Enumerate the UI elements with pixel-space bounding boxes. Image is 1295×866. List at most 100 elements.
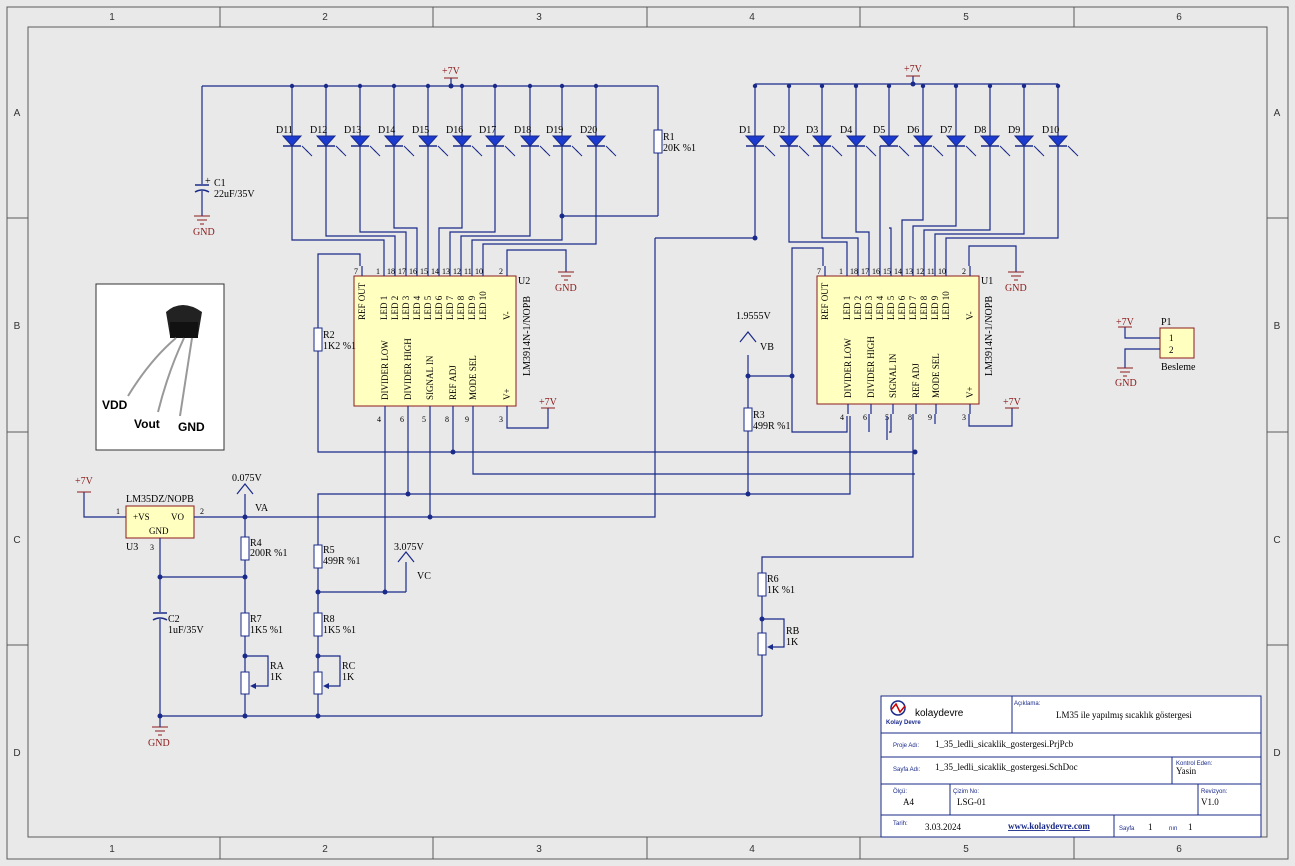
led-d3: D3	[806, 83, 843, 157]
u2-pin-num-top-5: 15	[420, 267, 428, 276]
u2-pin-bot-0: DIVIDER LOW	[380, 340, 390, 400]
grid-row-d: D	[13, 748, 20, 759]
u2-pin-top-1: LED 1	[379, 296, 389, 320]
tb-sayfa-label: Sayfa	[1119, 826, 1135, 832]
tb-revizyon: V1.0	[1201, 797, 1219, 807]
led-label-d14: D14	[378, 125, 395, 136]
u2-pin-num-bot-0: 4	[377, 415, 381, 424]
grid-row-a-r: A	[1274, 108, 1281, 119]
c1-value: 22uF/35V	[214, 189, 255, 200]
grid-col-1-b: 1	[109, 844, 115, 855]
left-plus7v: +7V	[442, 66, 461, 77]
u1-pin-num-top-4: 16	[872, 267, 880, 276]
u3-vs: +VS	[133, 512, 150, 522]
led-label-d1: D1	[739, 125, 751, 136]
r1-value: 20K %1	[663, 143, 696, 154]
u1-pin-num-bot-3: 8	[908, 413, 912, 422]
tb-sayfa-adi-label: Sayfa Adı:	[893, 767, 921, 773]
r1-body	[653, 129, 663, 154]
u2-pin-top-7: LED 7	[445, 295, 455, 320]
u1-pin-num-top-5: 15	[883, 267, 891, 276]
u1-pin-bot-3: REF ADJ	[911, 363, 921, 398]
led-d12: D12	[310, 83, 347, 157]
led-label-d7: D7	[940, 125, 952, 136]
grid-col-2-b: 2	[322, 844, 328, 855]
u2-pin-top-9: LED 9	[467, 295, 477, 320]
u1-pin-num-top-0: 7	[817, 267, 821, 276]
u1-pin-bot-0: DIVIDER LOW	[843, 338, 853, 398]
u2-pin-bot-1: DIVIDER HIGH	[403, 338, 413, 400]
p1-ref: P1	[1161, 317, 1172, 328]
tb-aciklama: LM35 ile yapılmış sıcaklık göstergesi	[1056, 710, 1192, 720]
c1-ref: C1	[214, 178, 226, 189]
u1-pin-top-10: LED 10	[941, 291, 951, 320]
u1-pin-num-bot-1: 6	[863, 413, 867, 422]
led-label-d17: D17	[479, 125, 496, 136]
r2-ref: R2	[323, 330, 335, 341]
led-label-d5: D5	[873, 125, 885, 136]
u2-pin-num-bot-2: 5	[422, 415, 426, 424]
grid-col-4: 4	[749, 12, 755, 23]
tb-proje: 1_35_ledli_sicaklik_gostergesi.PrjPcb	[935, 739, 1074, 749]
grid-col-1: 1	[109, 12, 115, 23]
p1-name: Besleme	[1161, 362, 1196, 373]
vc-voltage: 3.075V	[394, 542, 425, 553]
grid-row-b-r: B	[1274, 321, 1281, 332]
grid-col-labels-bottom: 1 2 3 4 5 6	[109, 844, 1182, 855]
r1-ref: R1	[663, 132, 675, 143]
led-label-d13: D13	[344, 125, 361, 136]
u1-pin-num-bot-0: 4	[840, 413, 844, 422]
led-d11: D11	[276, 83, 313, 157]
u2-pin-top-5: LED 5	[423, 295, 433, 320]
rc-value: 1K	[342, 672, 355, 683]
u1-pin-top-7: LED 7	[908, 295, 918, 320]
u1-pin-bot-2: SIGNAL IN	[888, 353, 898, 398]
rc-ref: RC	[342, 661, 356, 672]
r4-value: 200R %1	[250, 548, 288, 559]
led-label-d8: D8	[974, 125, 986, 136]
u2-pin-num-top-10: 10	[475, 267, 483, 276]
p1-plus7v: +7V	[1116, 317, 1135, 328]
junctions	[157, 81, 918, 719]
u3-sensor-block: +VS VO GND LM35DZ/NOPB U3 1 2 3 +7V C2 1…	[75, 476, 762, 749]
grid-row-c: C	[13, 535, 20, 546]
grid-col-6: 6	[1176, 12, 1182, 23]
led-d5: D5	[873, 83, 910, 157]
u3-pin2: 2	[200, 507, 204, 516]
u1-gnd-label: GND	[1005, 283, 1027, 294]
c1-gnd-label: GND	[193, 227, 215, 238]
c2-value: 1uF/35V	[168, 625, 204, 636]
u2-gnd-label: GND	[555, 283, 577, 294]
tb-toplam: 1	[1188, 822, 1193, 832]
u2-pin-num-top-3: 17	[398, 267, 406, 276]
tb-tarih-label: Tarih:	[893, 821, 908, 827]
led-label-d9: D9	[1008, 125, 1020, 136]
u1-pin-top-0: REF OUT	[820, 282, 830, 320]
led-d8: D8	[974, 83, 1011, 157]
ra-ref: RA	[270, 661, 285, 672]
u1-pin-top-5: LED 5	[886, 295, 896, 320]
tb-web-link[interactable]: www.kolaydevre.com	[1008, 821, 1090, 831]
tb-logo-text: Kolay Devre	[886, 720, 921, 726]
u2-pin-num-bot-4: 9	[465, 415, 469, 424]
u2-pin-num-top-11: 2	[499, 267, 503, 276]
u1-pin-num-top-10: 10	[938, 267, 946, 276]
u2-pin-num-top-4: 16	[409, 267, 417, 276]
grid-row-b: B	[14, 321, 21, 332]
r2-value: 1K2 %1	[323, 341, 356, 352]
u1-pin-num-top-1: 1	[839, 267, 843, 276]
tb-sayfa-adi: 1_35_ledli_sicaklik_gostergesi.SchDoc	[935, 762, 1078, 772]
tb-tarih: 3.03.2024	[925, 822, 962, 832]
u1-pin-num-top-6: 14	[894, 267, 902, 276]
u1-pin-top-3: LED 3	[864, 295, 874, 320]
led-d6: D6	[907, 83, 944, 157]
vb-voltage: 1.9555V	[736, 311, 772, 322]
u1-pin-top-8: LED 8	[919, 295, 929, 320]
led-label-d18: D18	[514, 125, 531, 136]
u3-plus7v: +7V	[75, 476, 94, 487]
u2-ref: U2	[518, 276, 530, 287]
u3-pin1: 1	[116, 507, 120, 516]
r7-ref: R7	[250, 614, 262, 625]
grid-col-3: 3	[536, 12, 542, 23]
